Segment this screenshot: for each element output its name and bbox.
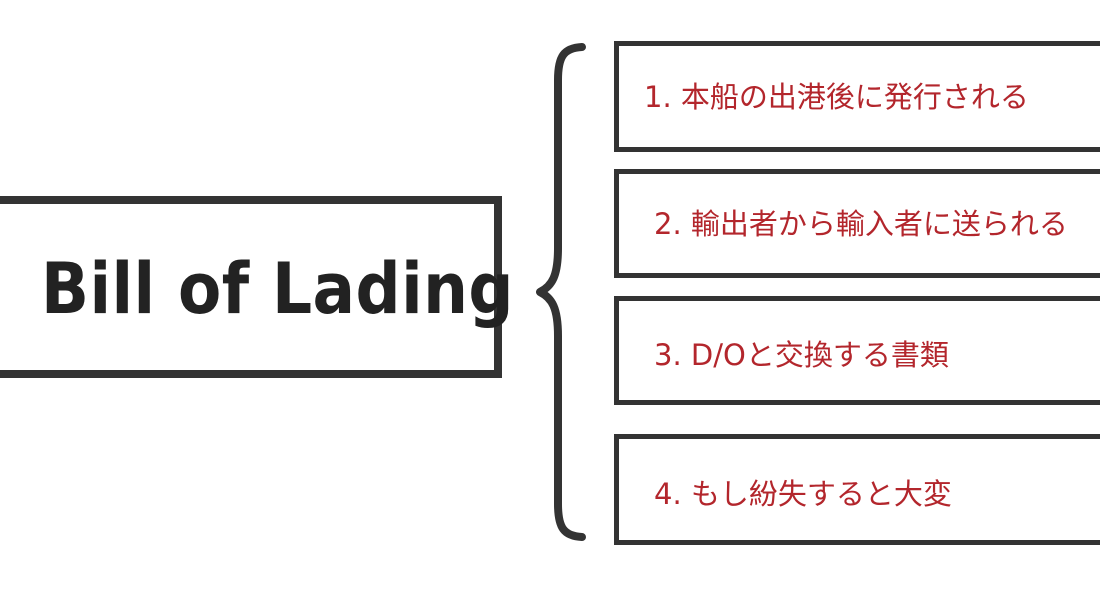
title-box: [0, 196, 502, 378]
item-box-3: [614, 296, 1100, 405]
curly-brace-icon: [536, 43, 586, 541]
item-box-2: [614, 169, 1100, 278]
diagram-title: Bill of Lading: [41, 248, 514, 330]
item-label-2: 2. 輸出者から輸入者に送られる: [654, 207, 1068, 241]
item-box-1: [614, 41, 1100, 152]
item-label-1: 1. 本船の出港後に発行される: [644, 80, 1029, 114]
item-label-4: 4. もし紛失すると大変: [654, 477, 952, 511]
item-label-3: 3. D/Oと交換する書類: [654, 338, 949, 372]
item-box-4: [614, 434, 1100, 545]
